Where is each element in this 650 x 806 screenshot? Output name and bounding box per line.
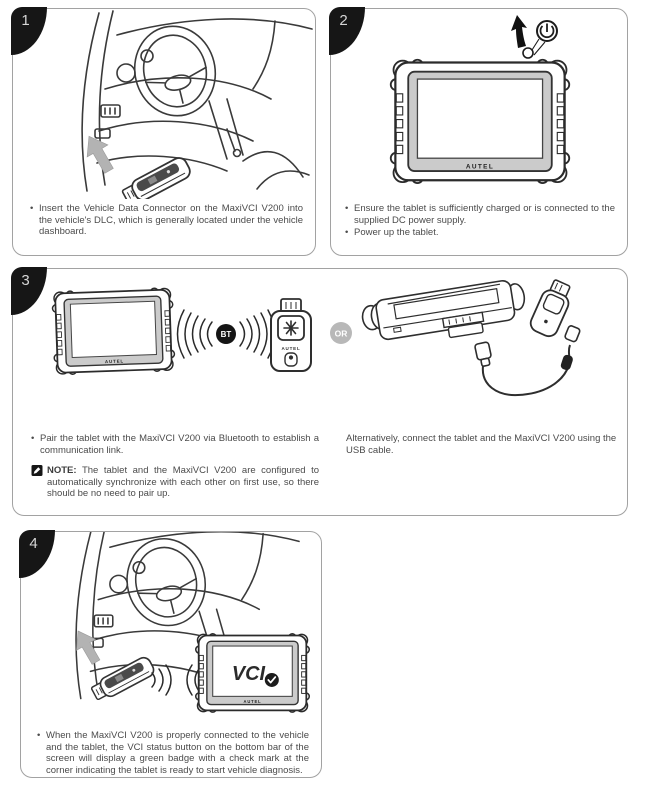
note-block: NOTE: The tablet and the MaxiVCI V200 ar… [31,465,319,500]
vci-brand-label: AUTEL [282,346,301,351]
vci-connected-illustration: VCI AUTEL [75,532,311,713]
step-number: 4 [29,535,38,553]
step-1-text: • Insert the Vehicle Data Connector on t… [30,203,303,239]
maxisys-tablet-drawing: AUTEL [389,58,571,184]
bullet-marker: • [30,203,34,214]
step-2-instruction-1: Ensure the tablet is sufficiently charge… [354,203,615,226]
tablet-power-illustration: AUTEL [389,15,571,184]
step-2-panel: 2 [329,7,628,256]
vci-dongle-drawing [121,157,191,199]
vci-status-label: VCI [232,663,266,685]
step-4-panel: 4 [19,530,322,778]
vci-dongle-drawing [90,656,155,701]
step-3-left-text: • Pair the tablet with the MaxiVCI V200 … [31,433,319,500]
check-badge-icon [264,672,279,687]
bullet-marker: • [37,730,41,741]
vci-dongle-angled [529,279,571,338]
step-2-text: • Ensure the tablet is sufficiently char… [345,203,615,240]
dashboard-dlc-illustration [81,10,313,199]
step-number: 3 [21,272,30,290]
bullet-marker: • [345,227,349,238]
pairing-illustration: AUTEL BT [51,279,581,397]
maxivci-v200-drawing: AUTEL [270,298,312,372]
steering-wheel [133,25,217,117]
note-pencil-icon [31,465,43,476]
tablet-vci-status-drawing: VCI AUTEL [194,632,311,713]
step-2-instruction-2: Power up the tablet. [354,227,439,238]
usb-plug-2 [564,325,581,343]
or-badge: OR [330,322,352,344]
ferrite-bead [560,354,573,371]
step-1-instruction: Insert the Vehicle Data Connector on the… [39,203,303,237]
step-number-tab: 1 [11,7,48,56]
bullet-marker: • [345,203,349,214]
insert-arrow-icon [86,135,114,174]
step-3-panel: 3 AUTEL [11,267,628,516]
press-arrow-icon [511,15,527,48]
tablet-brand-label: AUTEL [244,699,262,704]
step-4-text: • When the MaxiVCI V200 is properly conn… [37,730,309,777]
step-3-right-text: Alternatively, connect the tablet and th… [346,433,618,456]
or-badge-label: OR [335,329,348,339]
flash-icon [283,320,299,336]
power-button-icon [522,20,558,59]
tablet-brand-label: AUTEL [466,163,494,170]
car-dashboard-drawing [81,10,313,192]
tablet-drawing: AUTEL [51,287,176,375]
step-1-panel: 1 [11,7,316,256]
note-label: NOTE: [47,465,77,476]
step-number: 1 [21,12,30,30]
step-3-instruction: Pair the tablet with the MaxiVCI V200 vi… [40,433,319,456]
tablet-brand-label: AUTEL [105,358,124,364]
bullet-marker: • [31,433,35,444]
alternative-instruction: Alternatively, connect the tablet and th… [346,433,617,456]
bluetooth-badge-label: BT [221,330,232,339]
step-4-instruction: When the MaxiVCI V200 is properly connec… [46,730,309,776]
usb-cable [481,344,571,397]
bluetooth-badge: BT [216,324,236,344]
usb-plug-1 [474,341,492,367]
note-text: NOTE: The tablet and the MaxiVCI V200 ar… [47,465,319,499]
insert-arrow-icon [76,630,101,665]
bluetooth-waves [176,309,276,359]
step-number: 2 [339,12,348,30]
usb-connection-drawing [361,279,581,397]
